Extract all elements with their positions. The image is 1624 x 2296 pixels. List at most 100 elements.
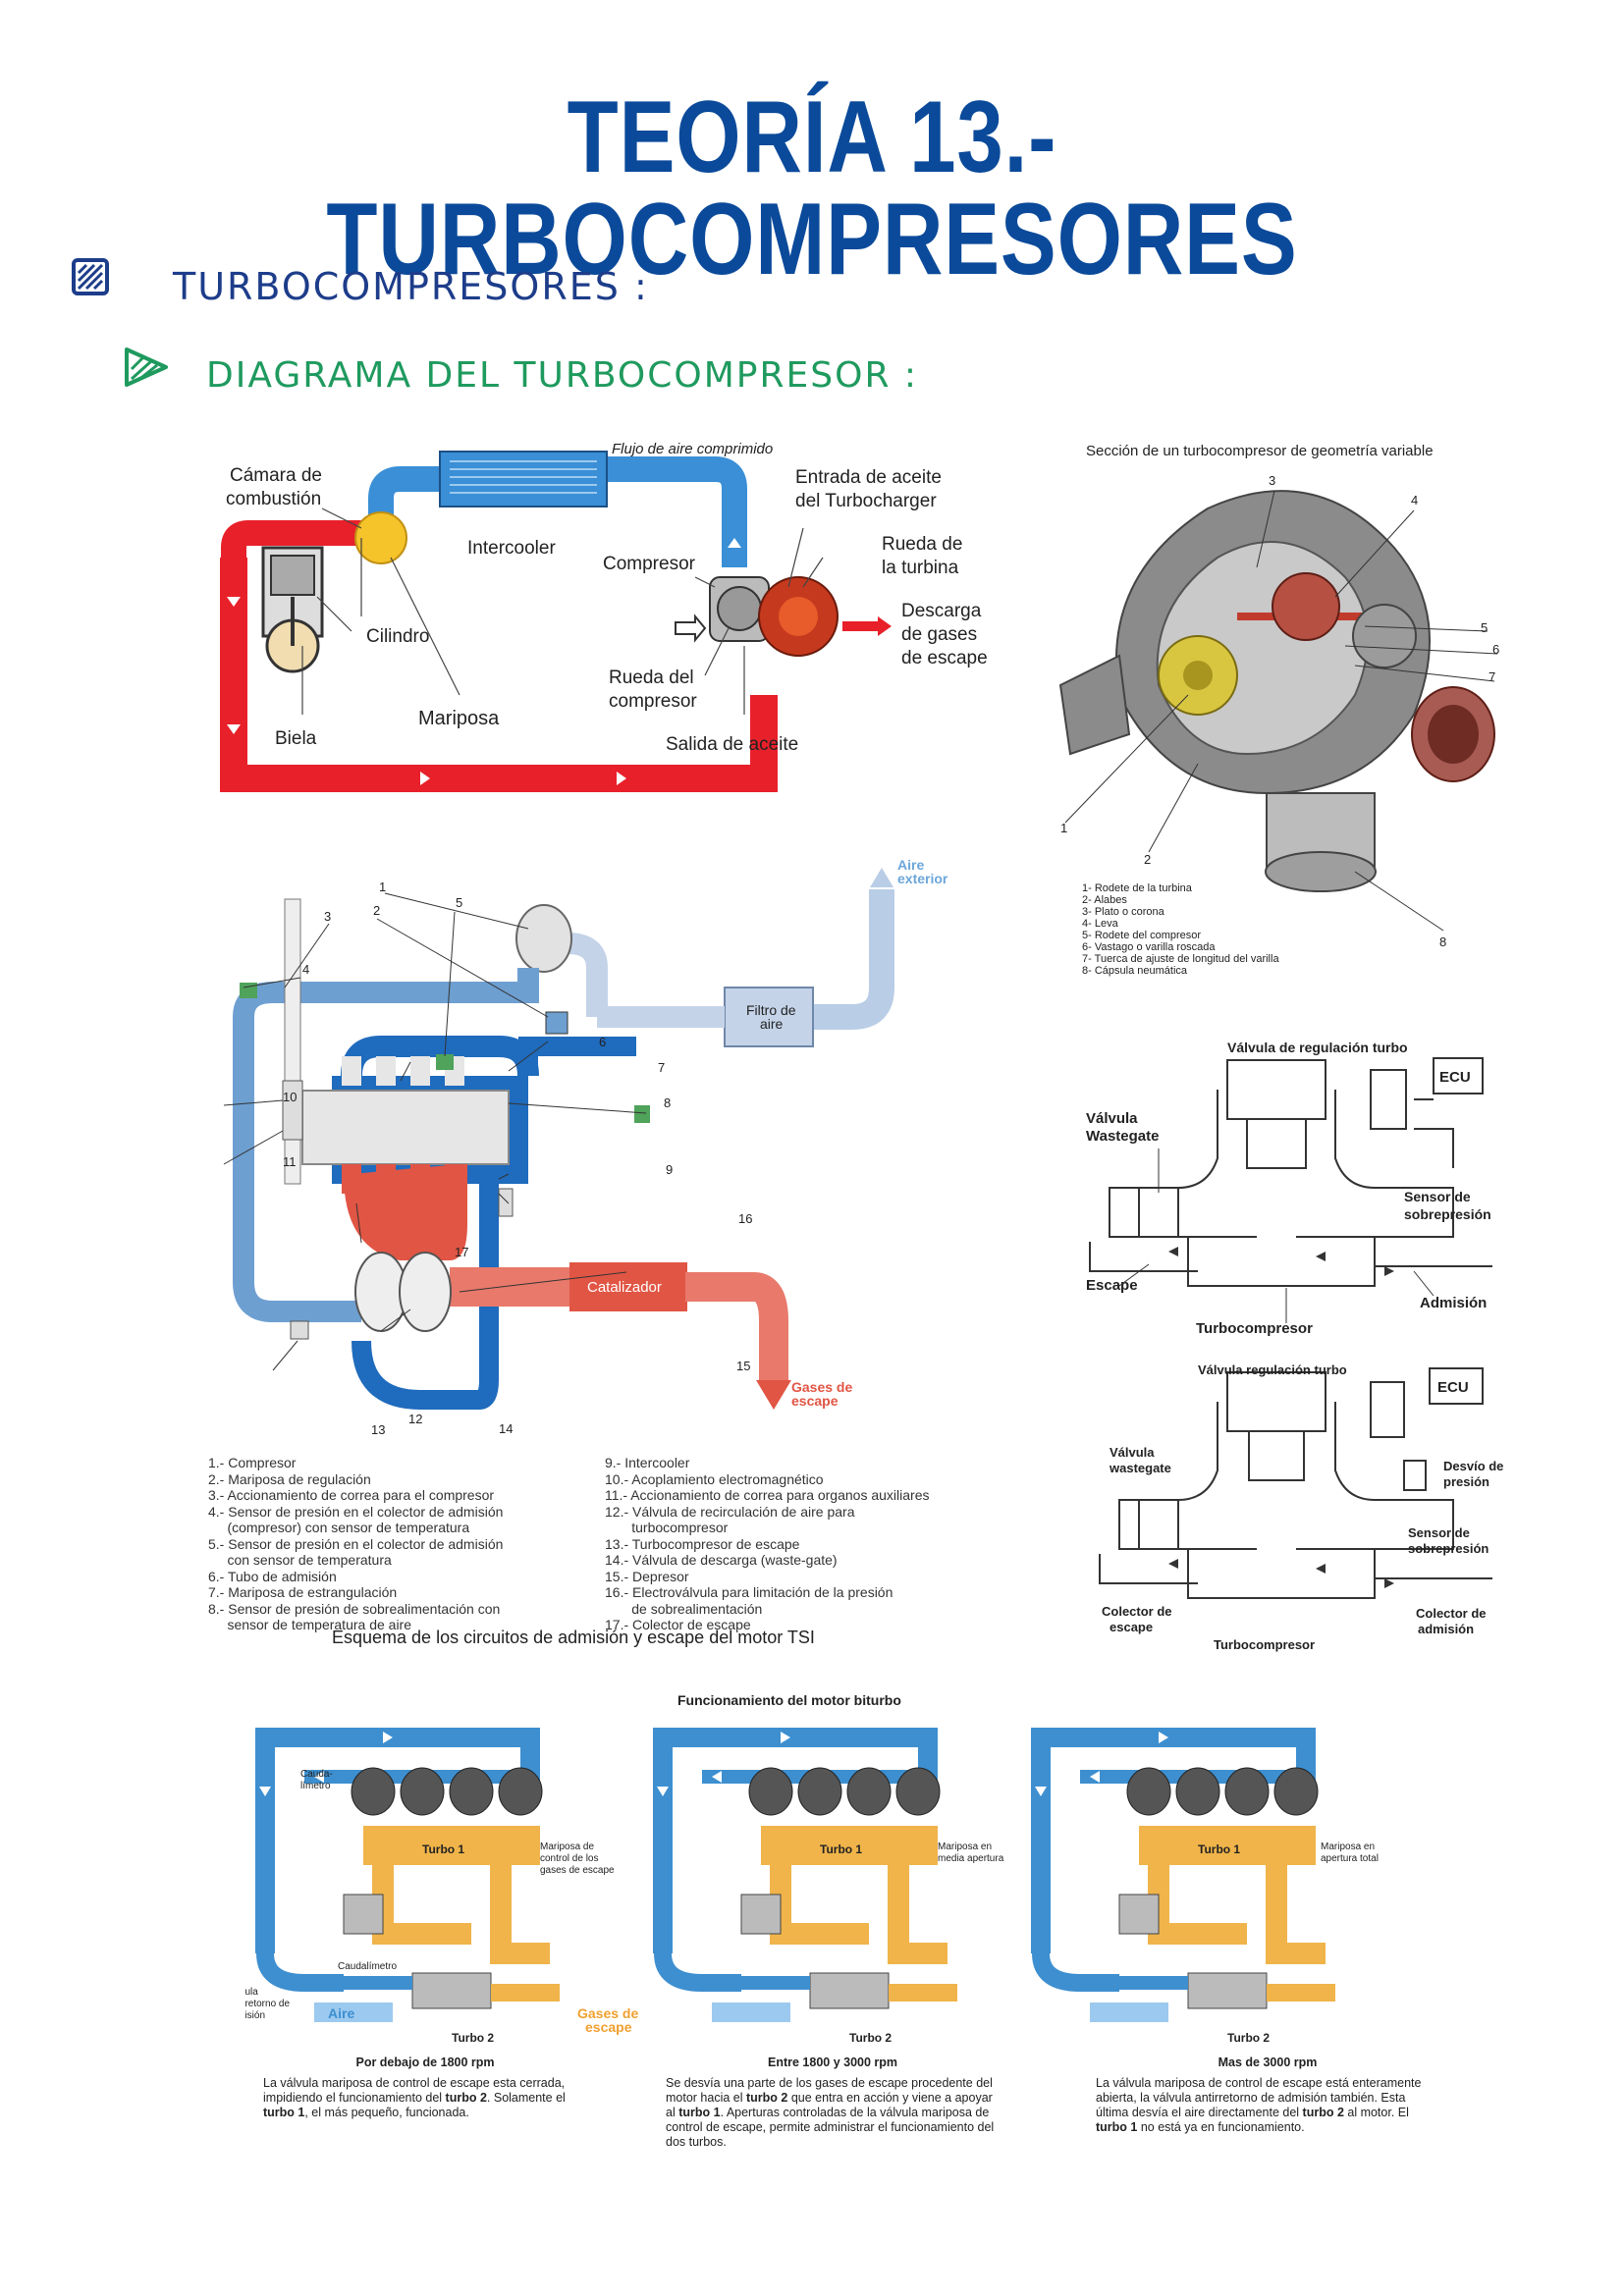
svg-text:Turbo 2: Turbo 2 [849, 2031, 892, 2045]
svg-text:Sensor de: Sensor de [1404, 1189, 1471, 1204]
svg-text:12: 12 [408, 1412, 422, 1426]
svg-text:Cauda-: Cauda- [300, 1769, 333, 1780]
svg-text:15: 15 [736, 1359, 750, 1373]
svg-text:escape: escape [1110, 1620, 1153, 1634]
svg-text:3: 3 [1269, 473, 1275, 488]
svg-text:4: 4 [302, 962, 309, 977]
svg-text:Desvío de: Desvío de [1443, 1459, 1503, 1473]
svg-text:Aire: Aire [897, 857, 924, 873]
svg-text:wastegate: wastegate [1109, 1461, 1171, 1475]
svg-text:del Turbocharger: del Turbocharger [795, 491, 937, 511]
svg-text:6- Vastago o varilla roscada: 6- Vastago o varilla roscada [1082, 941, 1216, 953]
svg-text:Gases de: Gases de [577, 2005, 638, 2021]
svg-text:Escape: Escape [1086, 1277, 1138, 1294]
svg-text:Mariposa de: Mariposa de [540, 1842, 594, 1852]
svg-text:Turbo 2: Turbo 2 [452, 2031, 494, 2045]
svg-text:5: 5 [1481, 620, 1488, 635]
svg-text:Wastegate: Wastegate [1086, 1128, 1159, 1145]
wastegate-scheme-diagram: Válvula de regulación turbo ECU Válvula … [1080, 1040, 1512, 1345]
svg-text:control de los: control de los [540, 1853, 598, 1864]
svg-text:3: 3 [324, 909, 331, 924]
svg-text:ECU: ECU [1437, 1379, 1469, 1396]
svg-text:5: 5 [456, 895, 462, 910]
svg-text:Salida de aceite: Salida de aceite [666, 734, 798, 755]
svg-text:ECU: ECU [1439, 1069, 1471, 1086]
section-heading: TURBOCOMPRESORES : [173, 265, 649, 308]
svg-text:1- Rodete de la turbina: 1- Rodete de la turbina [1082, 882, 1193, 894]
svg-text:Válvula: Válvula [1110, 1445, 1155, 1460]
svg-text:aire: aire [760, 1016, 784, 1032]
biturbo-title: Funcionamiento del motor biturbo [677, 1692, 901, 1708]
svg-text:admisión: admisión [1418, 1622, 1474, 1636]
biturbo-caption-3: Mas de 3000 rpm La válvula mariposa de c… [1096, 2056, 1422, 2134]
svg-text:3- Plato o corona: 3- Plato o corona [1082, 906, 1165, 918]
svg-text:de escape: de escape [901, 648, 988, 668]
svg-text:Turbocompresor: Turbocompresor [1196, 1320, 1313, 1337]
svg-text:Gases de: Gases de [791, 1379, 852, 1395]
svg-text:Mariposa en: Mariposa en [1321, 1842, 1375, 1852]
svg-text:Colector de: Colector de [1416, 1606, 1487, 1621]
svg-text:Sensor de: Sensor de [1408, 1525, 1470, 1540]
triangle-bullet-icon [122, 346, 171, 389]
svg-text:13: 13 [371, 1422, 385, 1437]
svg-text:8- Cápsula neumática: 8- Cápsula neumática [1082, 965, 1188, 977]
svg-text:6: 6 [1492, 642, 1499, 657]
svg-text:admisión: admisión [245, 2010, 265, 2021]
bypass-valve-scheme-diagram: Válvula regulación turbo ECU Válvula was… [1080, 1362, 1512, 1657]
svg-text:media apertura: media apertura [938, 1853, 1004, 1864]
svg-text:la turbina: la turbina [882, 558, 959, 578]
svg-text:17: 17 [455, 1245, 468, 1259]
tsi-caption: Esquema de los circuitos de admisión y e… [332, 1628, 815, 1647]
svg-text:1: 1 [1060, 821, 1067, 835]
svg-text:Descarga: Descarga [901, 601, 982, 621]
biturbo-operation-diagram: Funcionamiento del motor biturbo [245, 1692, 1483, 2193]
biturbo-caption-1: Por debajo de 1800 rpm La válvula maripo… [263, 2056, 566, 2119]
svg-text:Intercooler: Intercooler [467, 538, 556, 559]
svg-text:Turbo 1: Turbo 1 [422, 1842, 464, 1856]
svg-text:9: 9 [666, 1162, 673, 1177]
svg-text:2- Alabes: 2- Alabes [1082, 894, 1127, 906]
svg-text:Válvula de regulación turbo: Válvula de regulación turbo [1227, 1041, 1408, 1055]
svg-text:Flujo de aire comprimido: Flujo de aire comprimido [612, 441, 773, 457]
subsection-heading: DIAGRAMA DEL TURBOCOMPRESOR : [206, 355, 919, 396]
svg-text:11: 11 [283, 1154, 297, 1169]
svg-text:Entrada de aceite: Entrada de aceite [795, 467, 942, 488]
svg-text:Catalizador: Catalizador [587, 1279, 662, 1296]
hatched-square-icon [71, 257, 110, 296]
svg-text:de gases: de gases [901, 624, 977, 645]
svg-text:Rueda de: Rueda de [882, 534, 962, 555]
svg-text:Válvula: Válvula [1086, 1110, 1138, 1127]
svg-text:sobrepresión: sobrepresión [1408, 1541, 1489, 1556]
svg-text:Cilindro: Cilindro [366, 626, 429, 647]
svg-text:escape: escape [791, 1393, 839, 1409]
svg-text:combustión: combustión [226, 489, 321, 509]
svg-text:Turbo 1: Turbo 1 [820, 1842, 862, 1856]
svg-text:Compresor: Compresor [603, 554, 696, 574]
turbo-circuit-diagram: Cámara de combustión Flujo de aire compr… [214, 440, 990, 803]
svg-text:16: 16 [738, 1211, 752, 1226]
svg-text:Turbocompresor: Turbocompresor [1214, 1637, 1315, 1652]
biturbo-caption-2: Entre 1800 y 3000 rpm Se desvía una part… [666, 2056, 995, 2149]
svg-text:escape: escape [585, 2019, 632, 2035]
tsi-circuit-diagram: 1 2 3 4 5 6 7 8 9 10 11 12 13 14 15 16 1… [204, 850, 990, 1655]
svg-text:Turbo 1: Turbo 1 [1198, 1842, 1240, 1856]
svg-text:presión: presión [1443, 1474, 1489, 1489]
svg-text:Filtro de: Filtro de [746, 1002, 796, 1018]
svg-text:8: 8 [1439, 934, 1446, 949]
svg-text:Caudalímetro: Caudalímetro [338, 1961, 397, 1972]
svg-text:Admisión: Admisión [1420, 1295, 1487, 1311]
svg-text:14: 14 [499, 1421, 513, 1436]
page-title: TEORÍA 13.- TURBOCOMPRESORES [326, 80, 1298, 296]
svg-text:Mariposa en: Mariposa en [938, 1842, 992, 1852]
svg-text:Aire: Aire [328, 2005, 354, 2021]
svg-text:gases de escape: gases de escape [540, 1865, 615, 1876]
svg-text:Mariposa: Mariposa [418, 708, 500, 729]
svg-text:Turbo 2: Turbo 2 [1227, 2031, 1270, 2045]
svg-text:2: 2 [373, 903, 380, 918]
svg-text:sobrepresión: sobrepresión [1404, 1206, 1491, 1222]
svg-text:Válvula regulación turbo: Válvula regulación turbo [1198, 1362, 1347, 1377]
tsi-legend-right: 9.- Intercooler 10.- Acoplamiento electr… [605, 1455, 930, 1633]
svg-text:4: 4 [1411, 493, 1418, 507]
svg-text:8: 8 [664, 1095, 671, 1110]
tsi-legend-left: 1.- Compresor 2.- Mariposa de regulación… [208, 1455, 504, 1633]
